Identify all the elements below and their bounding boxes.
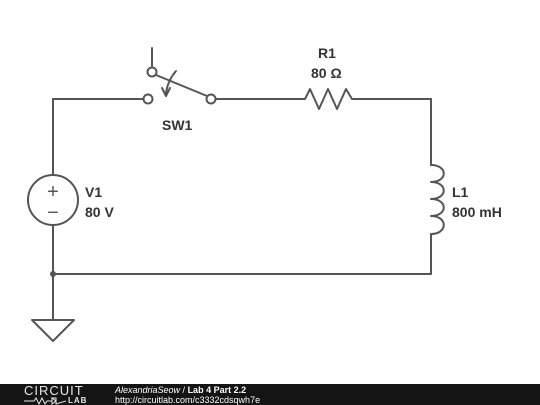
logo-resistor-icon: [24, 397, 66, 405]
resistor-r1[interactable]: [299, 88, 358, 110]
footer-title[interactable]: Lab 4 Part 2.2: [187, 385, 247, 395]
switch-sw1[interactable]: [142, 47, 217, 105]
source-name-label: V1: [85, 184, 103, 200]
resistor-value-label: 80 Ω: [311, 65, 342, 81]
footer-separator: /: [180, 385, 188, 395]
switch-label: SW1: [162, 117, 193, 133]
source-plus-sign: +: [47, 181, 59, 203]
inductor-name-label: L1: [452, 184, 469, 200]
inductor-l1[interactable]: [430, 164, 445, 235]
footer-author[interactable]: AlexandriaSeow: [115, 385, 181, 395]
footer-url[interactable]: http://circuitlab.com/c3332cdsqwh7e: [115, 395, 261, 405]
junction-dot: [50, 271, 56, 277]
footer-credit: AlexandriaSeow / Lab 4 Part 2.2: [115, 385, 246, 395]
source-value-label: 80 V: [85, 204, 114, 220]
inductor-value-label: 800 mH: [452, 204, 502, 220]
source-minus-sign: −: [47, 202, 59, 224]
circuit-schematic: + −: [27, 47, 445, 342]
logo-text-lab: LAB: [68, 396, 88, 405]
ground-symbol: [31, 319, 75, 342]
voltage-source-v1[interactable]: [27, 174, 79, 226]
logo-text-circuit: CIRCUIT: [24, 383, 84, 398]
resistor-name-label: R1: [318, 45, 336, 61]
footer-bar: CIRCUIT LAB AlexandriaSeow / Lab 4 Part …: [0, 384, 540, 405]
